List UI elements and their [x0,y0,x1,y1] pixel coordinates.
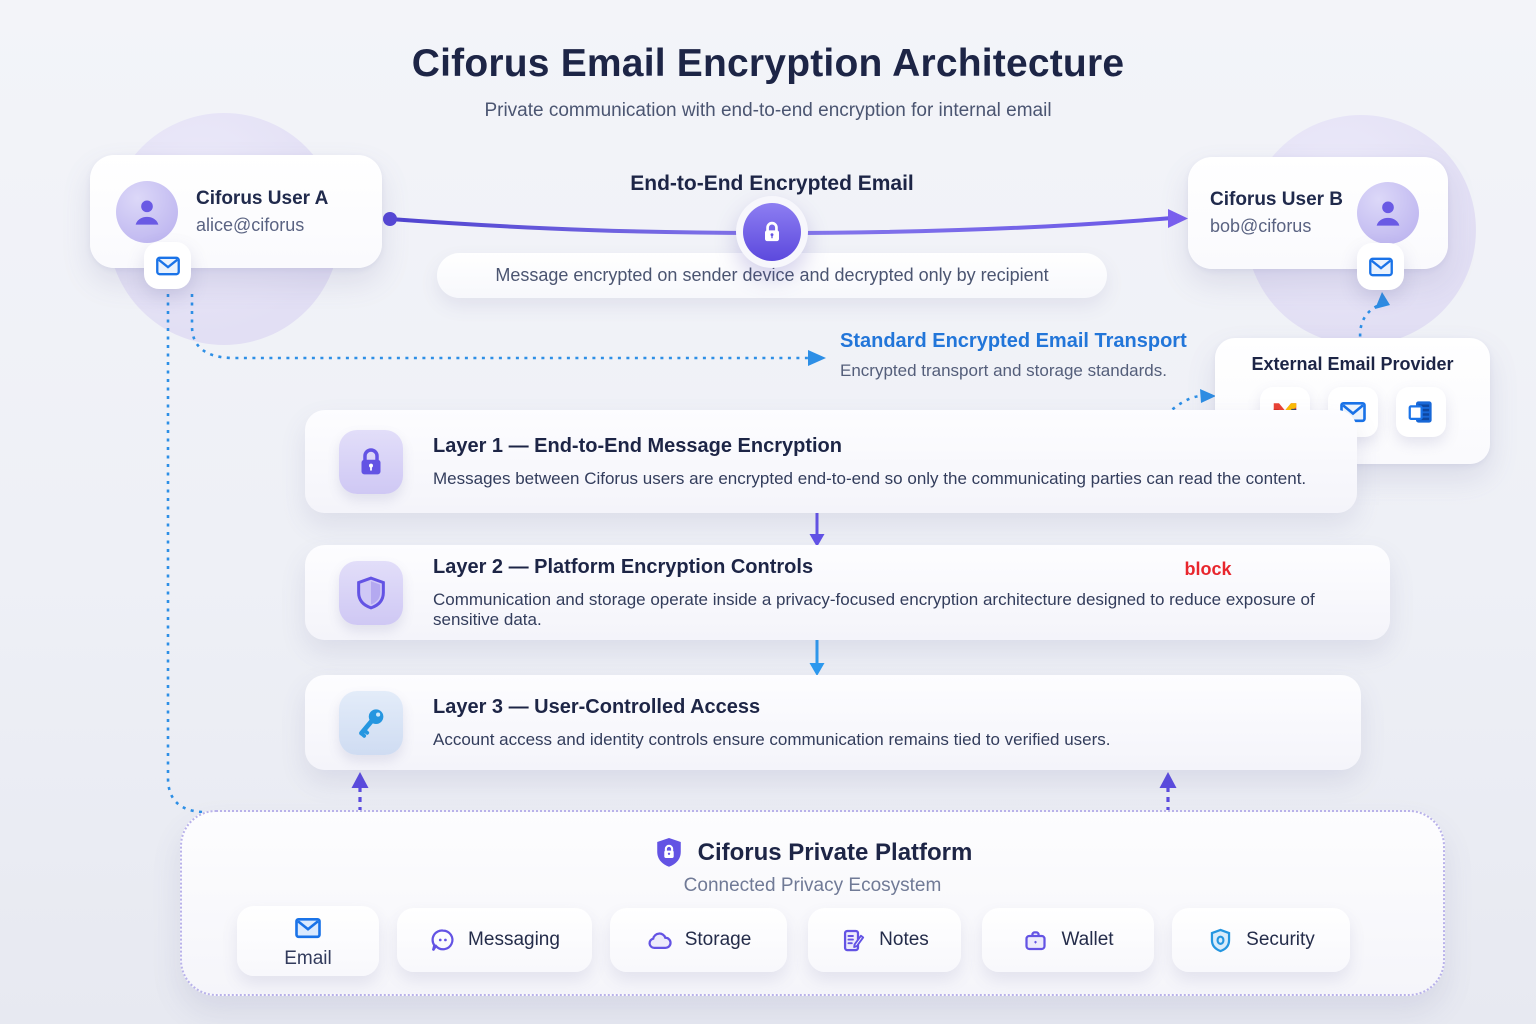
user-b-name: Ciforus User B [1210,189,1344,210]
user-a-info: Ciforus User A alice@ciforus [196,188,328,236]
layer-3-text: Layer 3 — User-Controlled Access Account… [433,696,1111,750]
user-a-mail-badge [144,242,191,289]
shield-icon [339,560,403,625]
lock-icon [765,221,779,242]
layer-3-desc: Account access and identity controls ens… [433,729,1111,749]
external-provider-title: External Email Provider [1251,354,1454,374]
layer-1-desc: Messages between Ciforus users are encry… [433,468,1307,488]
service-label: Email [284,947,332,969]
layer-1-title: Layer 1 — End-to-End Message Encryption [433,434,842,457]
envelope-icon [155,256,180,275]
e2e-note-pill: Message encrypted on sender device and d… [437,253,1107,298]
layer-2-text: Layer 2 — Platform Encryption Controls C… [433,556,1356,630]
service-chip-email: Email [237,906,379,976]
security-shield-icon [1210,928,1231,952]
layer-3-card: Layer 3 — User-Controlled Access Account… [305,675,1361,770]
platform-subtitle: Connected Privacy Ecosystem [683,875,942,896]
transport-title: Standard Encrypted Email Transport [840,330,1187,352]
person-icon [135,200,159,225]
platform-header: Ciforus Private Platform [182,836,1443,870]
layer-1-text: Layer 1 — End-to-End Message Encryption … [433,435,1306,489]
block-annotation: block [1184,559,1232,579]
page-title: Ciforus Email Encryption Architecture [411,42,1125,85]
service-label: Wallet [1061,929,1114,950]
service-label: Storage [684,929,752,950]
user-b-info: Ciforus User B bob@ciforus [1210,189,1343,237]
page-subtitle: Private communication with end-to-end en… [484,100,1052,121]
person-icon [1376,201,1400,226]
envelope-icon [1368,257,1393,276]
user-b-mail-badge [1357,243,1404,290]
layer-3-title: Layer 3 — User-Controlled Access [433,695,761,718]
cloud-icon [648,931,672,949]
transport-annotation: Standard Encrypted Email Transport Encry… [840,330,1187,381]
e2e-flow-label: End-to-End Encrypted Email [630,172,914,195]
transport-desc: Encrypted transport and storage standard… [840,361,1167,380]
service-chip-security: Security [1172,908,1350,972]
notes-icon [844,929,865,951]
user-a-avatar [116,180,178,243]
layer-2-title: Layer 2 — Platform Encryption Controls [433,555,814,578]
service-chip-notes: Notes [808,908,961,972]
e2e-lock-badge [736,196,808,268]
layer-1-card: Layer 1 — End-to-End Message Encryption … [305,410,1357,513]
service-chip-storage: Storage [610,908,787,972]
lock-icon [339,429,403,494]
user-b-card: Ciforus User B bob@ciforus [1188,157,1448,269]
email-icon [295,917,321,938]
wallet-icon [1025,930,1047,950]
platform-title: Ciforus Private Platform [697,839,973,866]
user-a-email: alice@ciforus [196,214,305,235]
service-label: Messaging [468,929,560,950]
service-label: Notes [879,929,929,950]
service-label: Security [1246,929,1315,950]
user-a-name: Ciforus User A [196,187,329,209]
user-b-email: bob@ciforus [1210,216,1312,236]
layer-2-desc: Communication and storage operate inside… [433,589,1315,629]
service-chip-messaging: Messaging [397,908,592,972]
user-b-avatar [1357,182,1420,244]
chat-bubble-icon [431,928,454,951]
key-icon [339,690,403,755]
user-a-card: Ciforus User A alice@ciforus [90,155,382,268]
outlook-icon [1395,387,1446,437]
platform-shield-lock-icon [656,837,681,867]
service-chip-wallet: Wallet [982,908,1154,972]
